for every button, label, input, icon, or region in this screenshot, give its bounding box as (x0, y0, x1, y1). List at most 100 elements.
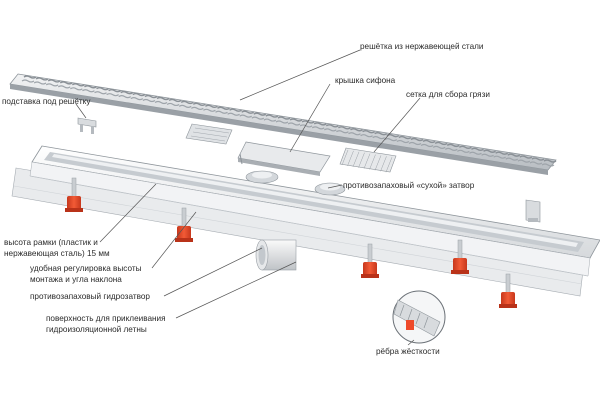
grate-slot (57, 85, 71, 89)
grate-slot (275, 120, 289, 124)
grate-slot (323, 128, 337, 132)
grate-slot (469, 151, 482, 155)
grate-slot (154, 100, 168, 105)
grate-slot (410, 137, 424, 142)
grate-slot (108, 88, 122, 93)
adjustable-leg (65, 177, 83, 212)
grate-slot (396, 139, 410, 144)
grate-wave-slots (21, 75, 557, 167)
grate-slot (311, 126, 325, 130)
grate-slot (471, 147, 484, 151)
grate-slot (23, 75, 37, 79)
grate-slot (84, 85, 97, 89)
grate-slot (59, 81, 73, 85)
adjustable-leg (175, 207, 193, 242)
grate-slot (517, 159, 531, 163)
grate-slot (325, 124, 339, 128)
grate-slot (47, 79, 61, 83)
mesh-line (363, 153, 371, 169)
grate-slot (70, 87, 83, 91)
grate-slot (313, 122, 327, 126)
mesh-line (385, 157, 393, 173)
grate-slot (519, 155, 533, 159)
adjustable-leg (499, 273, 517, 308)
grate-slot (166, 102, 180, 107)
grate-slot (118, 95, 132, 99)
grate-slot (507, 153, 521, 157)
grate-slot (434, 141, 448, 146)
grate-slot (543, 159, 557, 163)
grate-slot (71, 83, 85, 87)
grate-slot (144, 94, 158, 99)
grate-slot (505, 157, 519, 161)
label-grate: решётка из нержавеющей стали (360, 42, 483, 51)
grate-slot (529, 161, 543, 165)
grate-slot (432, 145, 446, 150)
grate-slot (217, 106, 230, 110)
grate-slot (350, 128, 363, 132)
mesh-line (374, 155, 382, 171)
grate-slot (192, 102, 206, 107)
label-surface-line1: поверхность для приклеивания (46, 314, 166, 323)
grate-slot (374, 131, 388, 136)
grate-slot (239, 114, 253, 118)
adjustable-leg (361, 243, 379, 278)
grate-slot (120, 90, 134, 95)
label-adjust-line1: удобная регулировка высоты (30, 264, 142, 273)
grate-slot (336, 130, 349, 134)
grate-slot (106, 93, 119, 97)
grate-slot (190, 106, 204, 110)
label-dry-seal: противозапаховый «сухой» затвор (343, 181, 475, 190)
label-frame-height-line2: нержавеющая сталь) 15 мм (4, 249, 110, 258)
siphon-cover (237, 141, 331, 176)
grate-slot (142, 98, 156, 103)
mesh-line (341, 149, 349, 166)
grate-slot (299, 124, 313, 128)
grate-slot (82, 89, 95, 93)
grate-slot (301, 120, 315, 124)
mesh-line (380, 156, 387, 172)
grate-slot (422, 139, 436, 144)
grate-slot (287, 122, 301, 126)
grate-slot (495, 151, 509, 155)
grate-slot (444, 147, 458, 151)
grate-slot (531, 157, 545, 161)
grate-slot (130, 96, 144, 101)
dry-seal (245, 170, 346, 196)
grate-slot (362, 130, 375, 134)
grate-slot (338, 126, 351, 130)
grate-slot (420, 143, 434, 148)
dirt-mesh (339, 147, 397, 173)
grate-stand-right (525, 199, 541, 223)
grate-slot (483, 149, 496, 153)
grate-slot (168, 98, 182, 103)
grate-slot (265, 114, 279, 118)
grate-slot (289, 118, 303, 122)
label-frame-height-line1: высота рамки (пластик и (4, 238, 98, 247)
grate-slot (21, 79, 35, 83)
grate-stand (77, 117, 97, 134)
grate-slot (408, 141, 422, 146)
grate-slot (45, 83, 59, 87)
label-grate-stand: подставка под решётку (2, 97, 91, 106)
ribs-zoom (392, 290, 446, 344)
grate-slot (446, 143, 460, 148)
grate-slot (398, 135, 412, 140)
grate-slot (384, 138, 398, 142)
label-ribs: рёбра жёсткости (376, 347, 440, 356)
outlet-pipe (255, 239, 297, 271)
label-water-seal: противозапаховый гидрозатвор (30, 292, 150, 301)
grate-slot (227, 112, 240, 116)
grate-slot (180, 100, 194, 105)
grate-slot (251, 116, 265, 120)
grate-slot (215, 110, 228, 114)
mesh-line (369, 154, 376, 170)
grate-slot (457, 149, 470, 153)
label-dirt-mesh: сетка для сбора грязи (406, 90, 490, 99)
grate-slot (360, 134, 373, 138)
label-surface-line2: гидроизоляционной летны (46, 325, 147, 334)
mesh-line (347, 150, 354, 166)
grate-slot (178, 104, 192, 108)
drain-channel (11, 145, 600, 297)
